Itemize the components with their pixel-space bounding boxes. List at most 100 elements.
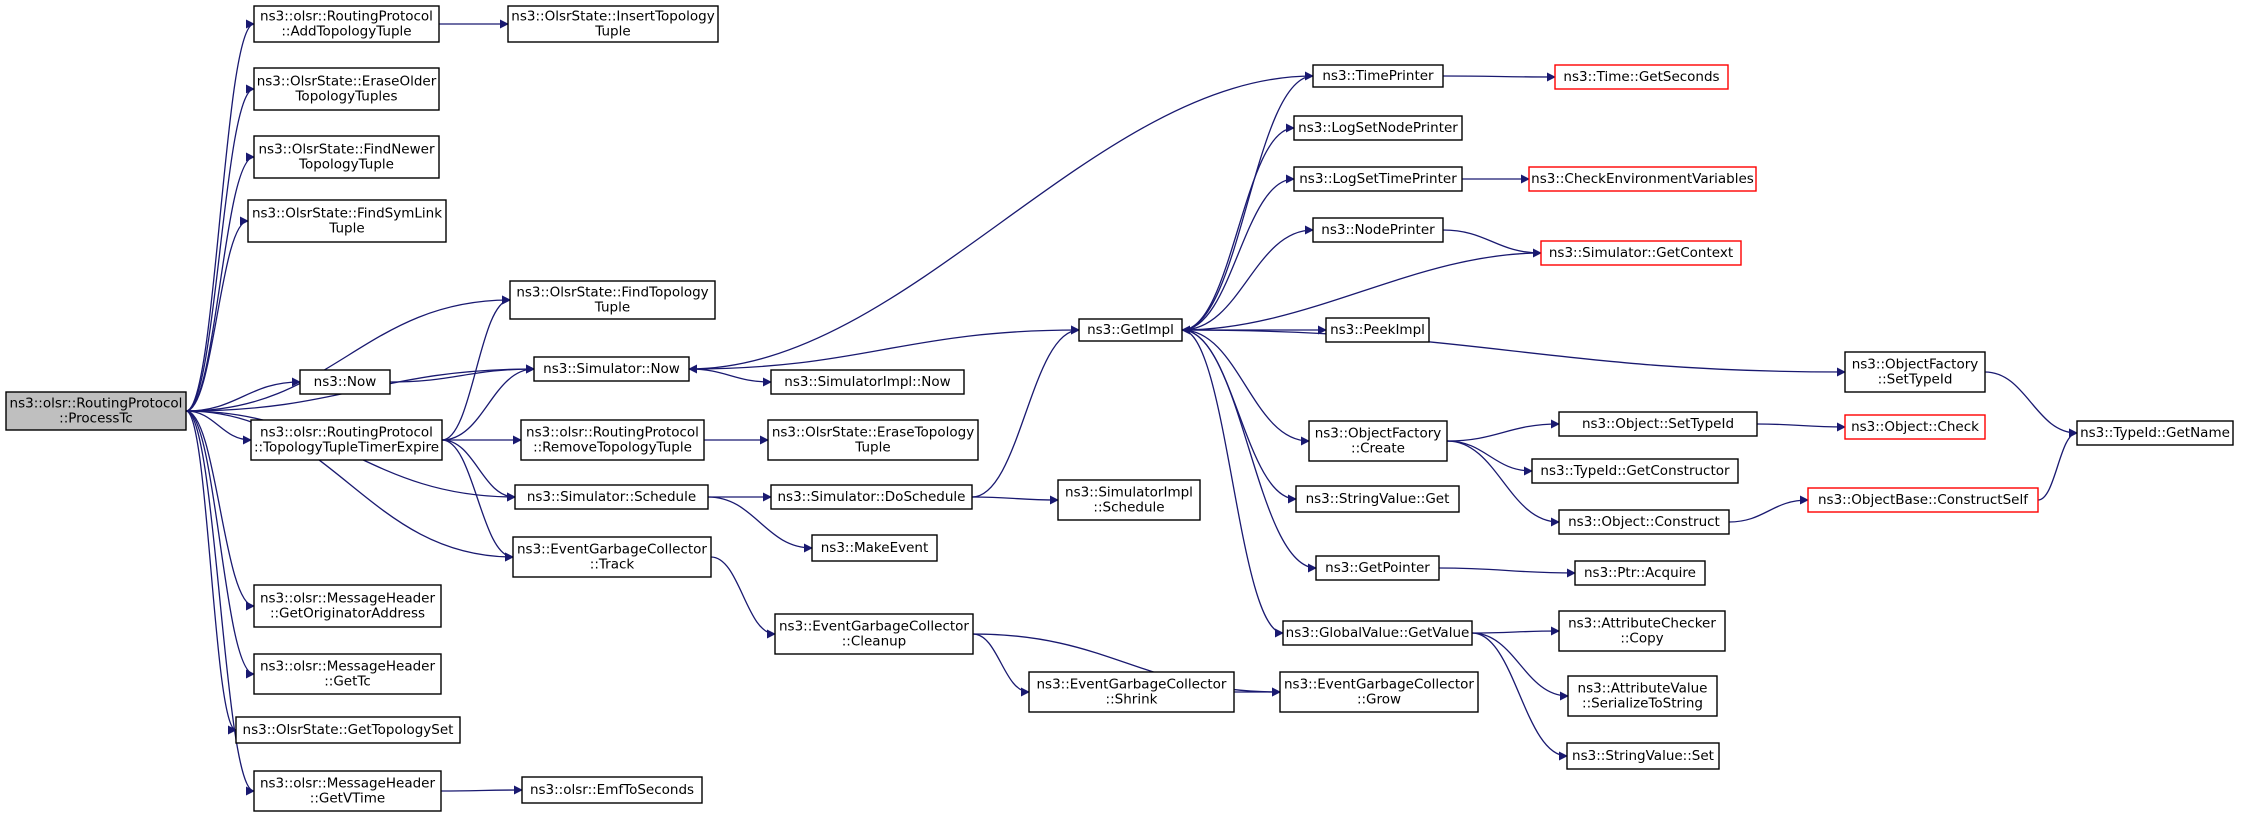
node-label: ::AddTopologyTuple [281, 24, 411, 40]
node-label: ns3::PeekImpl [1330, 322, 1425, 338]
node-checkEnvVars[interactable]: ns3::CheckEnvironmentVariables [1528, 166, 1757, 192]
node-emfToSeconds[interactable]: ns3::olsr::EmfToSeconds [521, 776, 703, 804]
edge-now-to-simulatorNow [389, 364, 535, 383]
node-nodePrinter[interactable]: ns3::NodePrinter [1312, 217, 1444, 243]
node-box [1279, 671, 1479, 713]
node-stringValueGet[interactable]: ns3::StringValue::Get [1295, 485, 1460, 513]
node-objectSetTypeId[interactable]: ns3::Object::SetTypeId [1558, 411, 1758, 437]
node-box [1554, 64, 1729, 90]
edge-processTc-to-egcTrack [185, 410, 514, 562]
edge-line [1181, 225, 1314, 331]
node-constructSelf[interactable]: ns3::ObjectBase::ConstructSelf [1807, 487, 2039, 513]
node-doSchedule[interactable]: ns3::Simulator::DoSchedule [770, 484, 973, 510]
node-label: ns3::ObjectBase::ConstructSelf [1818, 492, 2029, 508]
node-simulatorImplSchedule[interactable]: ns3::SimulatorImpl::Schedule [1057, 479, 1201, 521]
node-label: ns3::OlsrState::EraseTopology [772, 425, 974, 441]
node-objectCheck[interactable]: ns3::Object::Check [1844, 414, 1986, 440]
node-timeGetSeconds[interactable]: ns3::Time::GetSeconds [1554, 64, 1729, 90]
node-peekImpl[interactable]: ns3::PeekImpl [1325, 317, 1430, 343]
node-simulatorImplNow[interactable]: ns3::SimulatorImpl::Now [770, 369, 965, 395]
node-addTopologyTuple[interactable]: ns3::olsr::RoutingProtocol::AddTopologyT… [253, 5, 440, 43]
node-box [1540, 240, 1742, 266]
node-globalValueGetValue[interactable]: ns3::GlobalValue::GetValue [1282, 620, 1473, 646]
edge-line [1446, 419, 1560, 442]
edge-line [1181, 329, 1846, 377]
node-egcShrink[interactable]: ns3::EventGarbageCollector::Shrink [1028, 671, 1235, 713]
edge-line [1442, 229, 1542, 258]
node-timePrinter[interactable]: ns3::TimePrinter [1312, 64, 1444, 88]
node-label: ::Create [1351, 441, 1405, 457]
edge-line [1471, 632, 1569, 701]
node-label: ::Shrink [1106, 692, 1158, 708]
node-box [1844, 414, 1986, 440]
edge-processTc-to-getOriginatorAddress [185, 410, 255, 611]
node-label: Tuple [328, 221, 364, 237]
edge-processTc-to-getTc [185, 410, 255, 679]
node-box [1308, 420, 1448, 462]
node-label: ns3::olsr::RoutingProtocol [10, 396, 183, 412]
node-attrValueSerialize[interactable]: ns3::AttributeValue::SerializeToString [1567, 675, 1718, 717]
edge-ofCreate-to-objectConstruct [1446, 440, 1560, 527]
edge-processTc-to-getTopologySet [185, 410, 237, 735]
node-getImpl[interactable]: ns3::GetImpl [1078, 318, 1183, 342]
node-label: ns3::ObjectFactory [1852, 357, 1979, 373]
node-makeEvent[interactable]: ns3::MakeEvent [811, 534, 938, 562]
edge-ofCreate-to-objectSetTypeId [1446, 419, 1560, 442]
node-objectConstruct[interactable]: ns3::Object::Construct [1558, 509, 1730, 535]
edge-line [185, 216, 249, 412]
node-egcCleanup[interactable]: ns3::EventGarbageCollector::Cleanup [774, 613, 974, 655]
node-simulatorNow[interactable]: ns3::Simulator::Now [533, 356, 690, 382]
node-ofSetTypeId[interactable]: ns3::ObjectFactory::SetTypeId [1844, 351, 1986, 393]
node-egcGrow[interactable]: ns3::EventGarbageCollector::Grow [1279, 671, 1479, 713]
node-getTc[interactable]: ns3::olsr::MessageHeader::GetTc [253, 653, 442, 695]
node-now[interactable]: ns3::Now [299, 369, 391, 395]
node-stringValueSet[interactable]: ns3::StringValue::Set [1566, 742, 1720, 770]
edge-line [441, 439, 516, 502]
node-label: ns3::Ptr::Acquire [1584, 565, 1696, 581]
node-box [1293, 115, 1463, 141]
node-label: ns3::olsr::RoutingProtocol [526, 425, 699, 441]
node-getTopologySet[interactable]: ns3::OlsrState::GetTopologySet [235, 716, 461, 744]
node-simulatorSchedule[interactable]: ns3::Simulator::Schedule [514, 484, 709, 510]
node-ofCreate[interactable]: ns3::ObjectFactory::Create [1308, 420, 1448, 462]
edge-globalValueGetValue-to-attrValueSerialize [1471, 632, 1569, 701]
edge-line [1756, 422, 1846, 432]
node-box [253, 5, 440, 43]
node-box [1558, 610, 1726, 652]
node-logSetTimePrinter[interactable]: ns3::LogSetTimePrinter [1293, 166, 1463, 192]
node-removeTopologyTuple[interactable]: ns3::olsr::RoutingProtocol::RemoveTopolo… [520, 419, 705, 461]
node-box [1282, 620, 1473, 646]
node-typeIdGetConstructor[interactable]: ns3::TypeId::GetConstructor [1531, 458, 1739, 484]
edge-line [185, 410, 252, 445]
node-label: ns3::Simulator::GetContext [1549, 245, 1733, 261]
node-attrCheckerCopy[interactable]: ns3::AttributeChecker::Copy [1558, 610, 1726, 652]
node-label: ns3::olsr::RoutingProtocol [260, 425, 433, 441]
edge-line [1181, 329, 1310, 446]
edge-processTc-to-findTopologyTuple [185, 295, 511, 412]
node-simGetContext[interactable]: ns3::Simulator::GetContext [1540, 240, 1742, 266]
node-typeIdGetName[interactable]: ns3::TypeId::GetName [2076, 420, 2234, 446]
node-label: ns3::ObjectFactory [1315, 426, 1442, 442]
node-box [767, 419, 979, 461]
node-getVTime[interactable]: ns3::olsr::MessageHeader::GetVTime [253, 770, 442, 812]
node-getPointer[interactable]: ns3::GetPointer [1315, 555, 1440, 581]
edge-egcCleanup-to-egcShrink [972, 633, 1030, 697]
edge-processTc-to-getVTime [185, 410, 255, 796]
edge-objectConstruct-to-constructSelf [1728, 495, 1809, 523]
node-egcTrack[interactable]: ns3::EventGarbageCollector::Track [512, 536, 712, 578]
node-label: ns3::olsr::EmfToSeconds [530, 782, 694, 798]
node-getOriginatorAddress[interactable]: ns3::olsr::MessageHeader::GetOriginatorA… [253, 584, 442, 628]
node-label: ns3::AttributeValue [1578, 681, 1708, 697]
node-label: ns3::MakeEvent [821, 540, 929, 556]
node-label: ::SerializeToString [1582, 696, 1703, 712]
node-topologyTupleTimerExpire[interactable]: ns3::olsr::RoutingProtocol::TopologyTupl… [250, 419, 443, 461]
node-logSetNodePrinter[interactable]: ns3::LogSetNodePrinter [1293, 115, 1463, 141]
node-ptrAcquire[interactable]: ns3::Ptr::Acquire [1574, 560, 1706, 586]
